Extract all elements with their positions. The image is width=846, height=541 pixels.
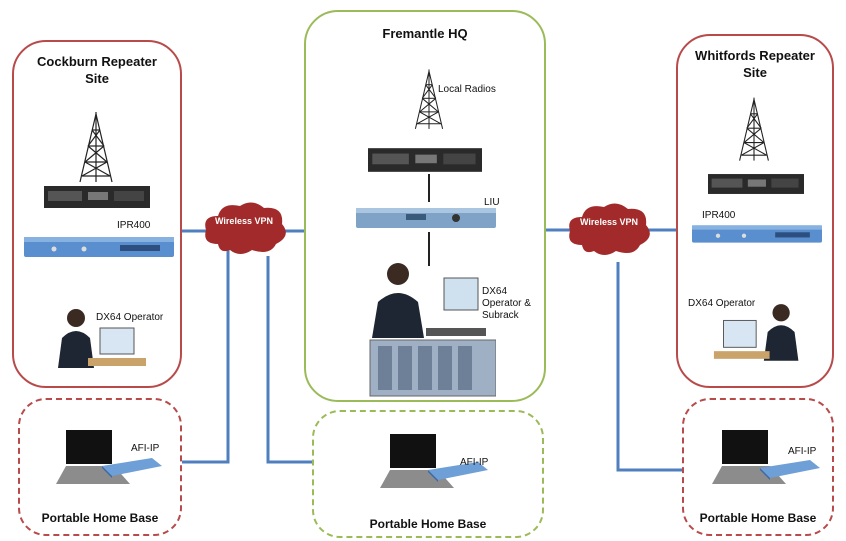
whitfords-operator-label: DX64 Operator <box>688 298 756 309</box>
whitfords-site-title: Whitfords Repeater Site <box>695 48 815 80</box>
antenna-tower-icon <box>739 97 769 161</box>
operator-icon <box>58 309 146 368</box>
radio-link-line <box>428 174 430 202</box>
wireless-vpn-cloud-right <box>569 203 650 255</box>
cockburn-equipment-label: IPR400 <box>117 220 151 231</box>
radio-unit-icon <box>44 186 150 208</box>
afi-ip-unit-icon <box>760 460 820 480</box>
home-base-left-box: AFI-IP Portable Home Base <box>18 398 182 536</box>
radio-unit-icon <box>708 174 804 194</box>
wireless-vpn-label-right: Wireless VPN <box>580 217 638 227</box>
operator-icon <box>713 304 799 361</box>
fremantle-hq-title: Fremantle HQ <box>382 26 468 41</box>
afi-ip-unit-icon <box>102 458 162 478</box>
cockburn-site-title: Cockburn Repeater Site <box>37 54 157 86</box>
home-base-left-title: Portable Home Base <box>41 511 159 525</box>
cockburn-operator-label: DX64 Operator <box>96 312 164 323</box>
cockburn-site-box: Cockburn Repeater Site IPR400 DX64 Opera… <box>12 40 182 388</box>
afi-ip-label-center: AFI-IP <box>460 457 489 468</box>
ipr400-unit-icon <box>692 225 822 243</box>
liu-unit-icon <box>356 208 496 228</box>
local-radios-label: Local Radios <box>438 84 496 95</box>
home-base-right-box: AFI-IP Portable Home Base <box>682 398 834 536</box>
hq-operator-label: DX64 Operator & Subrack <box>482 286 531 321</box>
wireless-vpn-label-left: Wireless VPN <box>215 216 273 226</box>
operator-subrack-icon <box>369 263 496 397</box>
whitfords-site-box: Whitfords Repeater Site IPR400 DX64 Oper… <box>676 34 834 388</box>
afi-ip-label-right: AFI-IP <box>788 446 817 457</box>
home-base-right-title: Portable Home Base <box>699 511 817 525</box>
ipr400-unit-icon <box>24 237 174 257</box>
afi-ip-label-left: AFI-IP <box>131 443 160 454</box>
antenna-tower-icon <box>79 112 113 183</box>
liu-link-line <box>428 232 430 266</box>
home-base-center-title: Portable Home Base <box>369 517 487 531</box>
antenna-tower-icon <box>414 69 444 130</box>
wireless-vpn-cloud-left <box>205 202 286 254</box>
home-base-center-box: AFI-IP Portable Home Base <box>312 410 544 538</box>
whitfords-equipment-label: IPR400 <box>702 210 736 221</box>
fremantle-hq-box: Fremantle HQ Local Radios LIU DX64 Opera… <box>304 10 546 402</box>
radio-unit-icon <box>368 148 482 172</box>
liu-label: LIU <box>484 197 500 208</box>
afi-ip-unit-icon <box>428 462 488 482</box>
